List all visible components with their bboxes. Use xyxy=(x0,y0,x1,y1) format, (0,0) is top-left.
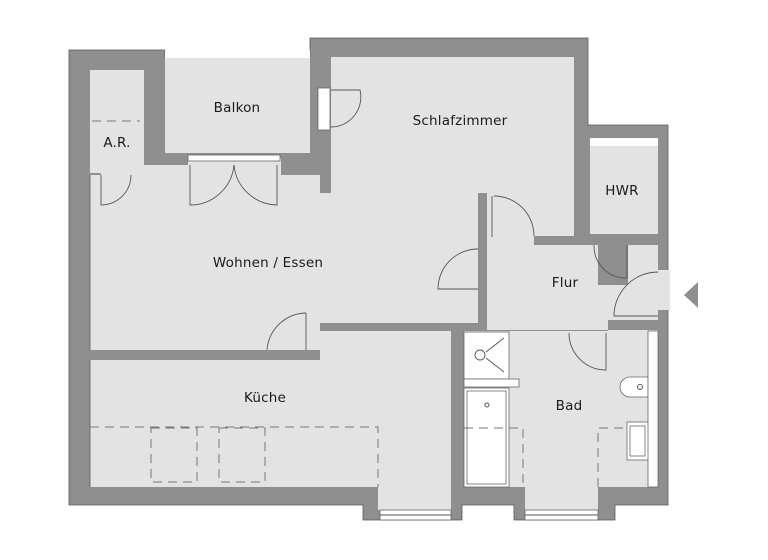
entrance-arrow-icon xyxy=(684,282,698,308)
door-entrance xyxy=(613,271,659,317)
room-label-schlafzimmer: Schlafzimmer xyxy=(412,113,508,129)
door-schlafzimmer-balkon xyxy=(330,89,362,128)
room-label-bad: Bad xyxy=(555,398,583,414)
room-label-hwr: HWR xyxy=(605,183,639,199)
room-label-abstellraum: A.R. xyxy=(103,135,131,151)
door-schlafzimmer xyxy=(491,195,535,237)
room-label-flur: Flur xyxy=(551,275,579,291)
door-balkon-left xyxy=(189,164,235,206)
door-bad xyxy=(568,332,607,371)
room-floors xyxy=(90,50,670,510)
door-ar xyxy=(100,174,132,206)
toilet xyxy=(619,376,649,398)
doors xyxy=(100,87,659,371)
room-label-balkon: Balkon xyxy=(213,100,261,116)
kitchen-counter xyxy=(90,426,379,487)
bathroom-fixtures xyxy=(463,330,659,488)
door-kueche xyxy=(266,312,307,351)
windows xyxy=(379,509,599,521)
room-label-kueche: Küche xyxy=(243,390,287,406)
door-hwr xyxy=(593,244,628,279)
room-label-wohnen: Wohnen / Essen xyxy=(212,255,324,271)
door-balkon-right xyxy=(233,164,278,206)
door-wohnen-flur xyxy=(437,248,479,290)
bathtub xyxy=(463,387,510,488)
